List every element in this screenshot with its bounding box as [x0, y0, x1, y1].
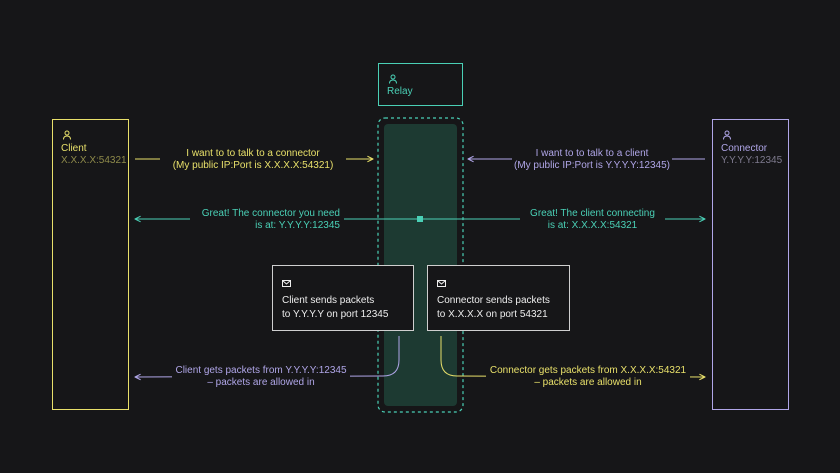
- message-connector-request: I want to to talk to a client (My public…: [512, 148, 672, 172]
- message-line: Great! The connector you need: [201, 208, 340, 219]
- envelope-icon: [437, 280, 446, 287]
- relay-channel-fill: [384, 124, 457, 406]
- relay-node: Relay: [378, 63, 463, 106]
- message-line: is at: Y.Y.Y.Y:12345: [255, 220, 340, 231]
- connector-node: Connector Y.Y.Y.Y:12345: [712, 119, 789, 410]
- message-client-request: I want to to talk to a connector (My pub…: [160, 148, 346, 172]
- message-line: (My public IP:Port is Y.Y.Y.Y:12345): [513, 160, 671, 171]
- relay-title: Relay: [387, 86, 413, 97]
- envelope-icon: [282, 280, 291, 287]
- user-icon: [723, 130, 731, 140]
- message-line: I want to to talk to a connector: [186, 148, 320, 159]
- card-line: to Y.Y.Y.Y on port 12345: [282, 309, 389, 320]
- message-line: Great! The client connecting: [530, 208, 655, 219]
- client-node: Client X.X.X.X:54321: [52, 119, 129, 410]
- message-line: Client gets packets from Y.Y.Y.Y:12345: [175, 365, 347, 376]
- message-line: – packets are allowed in: [534, 377, 642, 388]
- card-line: Connector sends packets: [437, 295, 550, 306]
- message-line: – packets are allowed in: [207, 377, 315, 388]
- message-relay-to-connector: Great! The client connecting is at: X.X.…: [520, 208, 665, 232]
- path-packets-to-client: [135, 336, 400, 377]
- card-line: to X.X.X.X on port 54321: [437, 309, 548, 320]
- card-connector-sends: Connector sends packets to X.X.X.X on po…: [427, 265, 570, 331]
- message-relay-to-client: Great! The connector you need is at: Y.Y…: [190, 208, 344, 232]
- message-line: I want to to talk to a client: [535, 148, 649, 159]
- user-icon: [389, 74, 397, 84]
- client-ip: X.X.X.X:54321: [61, 155, 127, 166]
- user-icon: [63, 130, 71, 140]
- client-title: Client: [61, 143, 87, 154]
- card-client-sends: Client sends packets to Y.Y.Y.Y on port …: [272, 265, 414, 331]
- message-line: (My public IP:Port is X.X.X.X:54321): [172, 160, 334, 171]
- connector-title: Connector: [721, 143, 768, 154]
- message-client-receives: Client gets packets from Y.Y.Y.Y:12345 –…: [172, 365, 350, 389]
- connector-ip: Y.Y.Y.Y:12345: [721, 155, 783, 166]
- card-text: Client sends packets to Y.Y.Y.Y on port …: [282, 294, 388, 322]
- card-text: Connector sends packets to X.X.X.X on po…: [437, 294, 550, 322]
- path-packets-to-connector: [440, 336, 705, 377]
- message-line: Connector gets packets from X.X.X.X:5432…: [489, 365, 687, 376]
- message-connector-receives: Connector gets packets from X.X.X.X:5432…: [486, 365, 690, 389]
- message-line: is at: X.X.X.X:54321: [547, 220, 638, 231]
- card-line: Client sends packets: [282, 295, 375, 306]
- relay-junction-dot: [417, 216, 423, 222]
